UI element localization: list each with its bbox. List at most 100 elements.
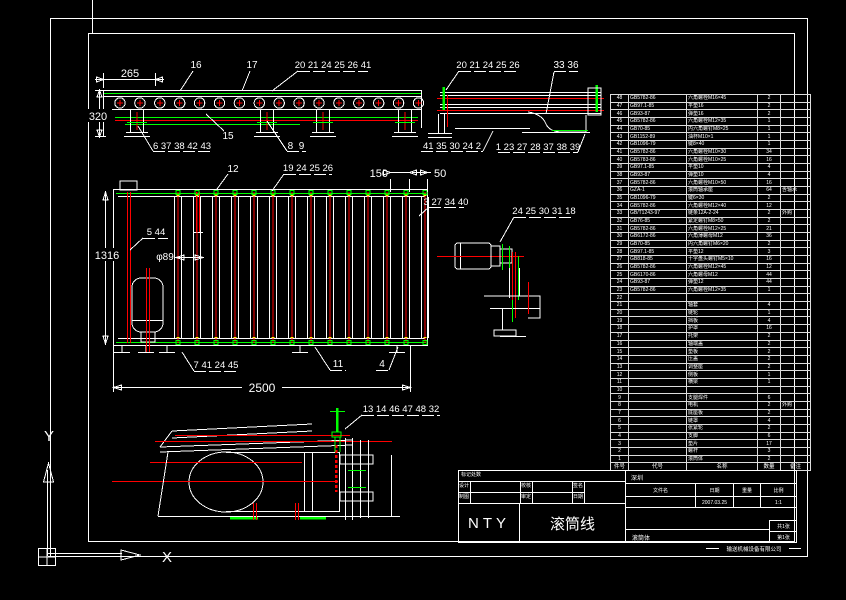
titleblock-label-date: 日期	[573, 493, 585, 503]
titleblock-blank	[626, 497, 696, 507]
table-cell	[757, 385, 781, 395]
table-cell: 键6×30	[686, 193, 758, 203]
roller-end	[373, 97, 385, 109]
table-cell: 18	[610, 324, 629, 333]
titleblock-label-sign: 签名	[573, 482, 585, 493]
table-cell	[780, 109, 811, 118]
table-cell	[780, 385, 811, 395]
table-cell: GB818-85	[628, 255, 687, 264]
table-cell: 25	[610, 270, 629, 280]
table-cell: 2	[757, 331, 781, 341]
titleblock-file-label: 文件名	[626, 484, 696, 496]
table-cell: 六角螺栓M12×25	[686, 224, 758, 234]
table-cell	[780, 270, 811, 280]
table-cell: 34	[610, 201, 629, 211]
table-cell: GB5782-86	[628, 262, 687, 272]
table-cell: 护罩	[686, 324, 758, 333]
table-cell	[628, 385, 687, 395]
balloon-group-3: 3 27 34 40	[424, 197, 469, 208]
balloon-group-19: 19 24 25 26	[283, 163, 333, 174]
table-cell: GB5782-86	[628, 224, 687, 234]
balloon-group-drive: 24 25 30 31 18	[512, 206, 575, 217]
ucs-icon: Y X	[38, 428, 172, 566]
table-cell: GB76-85	[628, 216, 687, 226]
table-cell: 33	[610, 209, 629, 218]
table-cell: 1	[757, 124, 781, 134]
table-cell	[628, 416, 687, 425]
table-cell	[780, 124, 811, 134]
table-cell: 2	[757, 101, 781, 111]
table-cell	[628, 362, 687, 372]
roller-end	[313, 97, 325, 109]
balloon-group-b-top: 20 21 24 25 26	[456, 60, 519, 71]
table-cell: 含轴承	[780, 186, 811, 195]
titleblock-value-row: 2007.03.25 1:1	[626, 497, 796, 508]
titleblock-marks: 标记处数	[459, 471, 626, 482]
table-cell	[780, 147, 811, 157]
table-cell: 27	[610, 255, 629, 264]
table-cell: 六角螺母M12	[686, 270, 758, 280]
table-cell: 2	[757, 362, 781, 372]
table-cell	[780, 301, 811, 310]
table-cell	[780, 262, 811, 272]
table-cell	[780, 347, 811, 356]
table-cell: 38	[610, 170, 629, 180]
table-cell	[628, 423, 687, 433]
table-cell	[780, 278, 811, 287]
table-cell: 支脚	[686, 431, 758, 441]
table-cell: 轴端盖	[686, 339, 758, 349]
view-plan: φ89 1316 2500 150 50 12 19 24 25 26	[91, 163, 468, 395]
table-cell	[780, 201, 811, 211]
table-cell: 17	[757, 439, 781, 448]
table-cell: 22	[610, 293, 629, 303]
table-cell	[628, 408, 687, 418]
table-cell: GB5782-86	[628, 178, 687, 188]
table-cell: 1	[757, 140, 781, 149]
table-cell	[780, 393, 811, 402]
table-cell	[780, 370, 811, 379]
table-cell: 21	[610, 301, 629, 310]
table-cell	[628, 308, 687, 318]
table-cell: 42	[610, 140, 629, 149]
table-cell: 35	[610, 193, 629, 203]
table-cell: 14	[610, 354, 629, 364]
table-cell: GB5782-86	[628, 201, 687, 211]
roller-end	[154, 97, 166, 109]
table-cell: 张紧轮	[686, 423, 758, 433]
table-cell: GZA-1	[628, 186, 687, 195]
table-cell: 45	[610, 117, 629, 126]
table-cell: 六角薄螺母M12	[686, 232, 758, 241]
table-cell	[780, 362, 811, 372]
dim-dia89: φ89	[156, 252, 174, 263]
table-cell: 4	[757, 416, 781, 425]
table-cell: GB/T1243-97	[628, 209, 687, 218]
table-cell: 26	[610, 262, 629, 272]
table-cell: 6	[757, 393, 781, 402]
table-cell	[780, 408, 811, 418]
dim-265: 265	[121, 68, 139, 80]
table-cell: 链条12A-2-24	[686, 209, 758, 218]
titleblock-weight-label: 重量	[734, 484, 761, 496]
table-cell	[780, 439, 811, 448]
table-cell: 键8×40	[686, 140, 758, 149]
table-cell: 1	[757, 132, 781, 142]
table-cell: 2	[757, 216, 781, 226]
balloon-17: 17	[246, 60, 258, 71]
table-cell: 4	[757, 316, 781, 326]
roller-end	[253, 97, 265, 109]
